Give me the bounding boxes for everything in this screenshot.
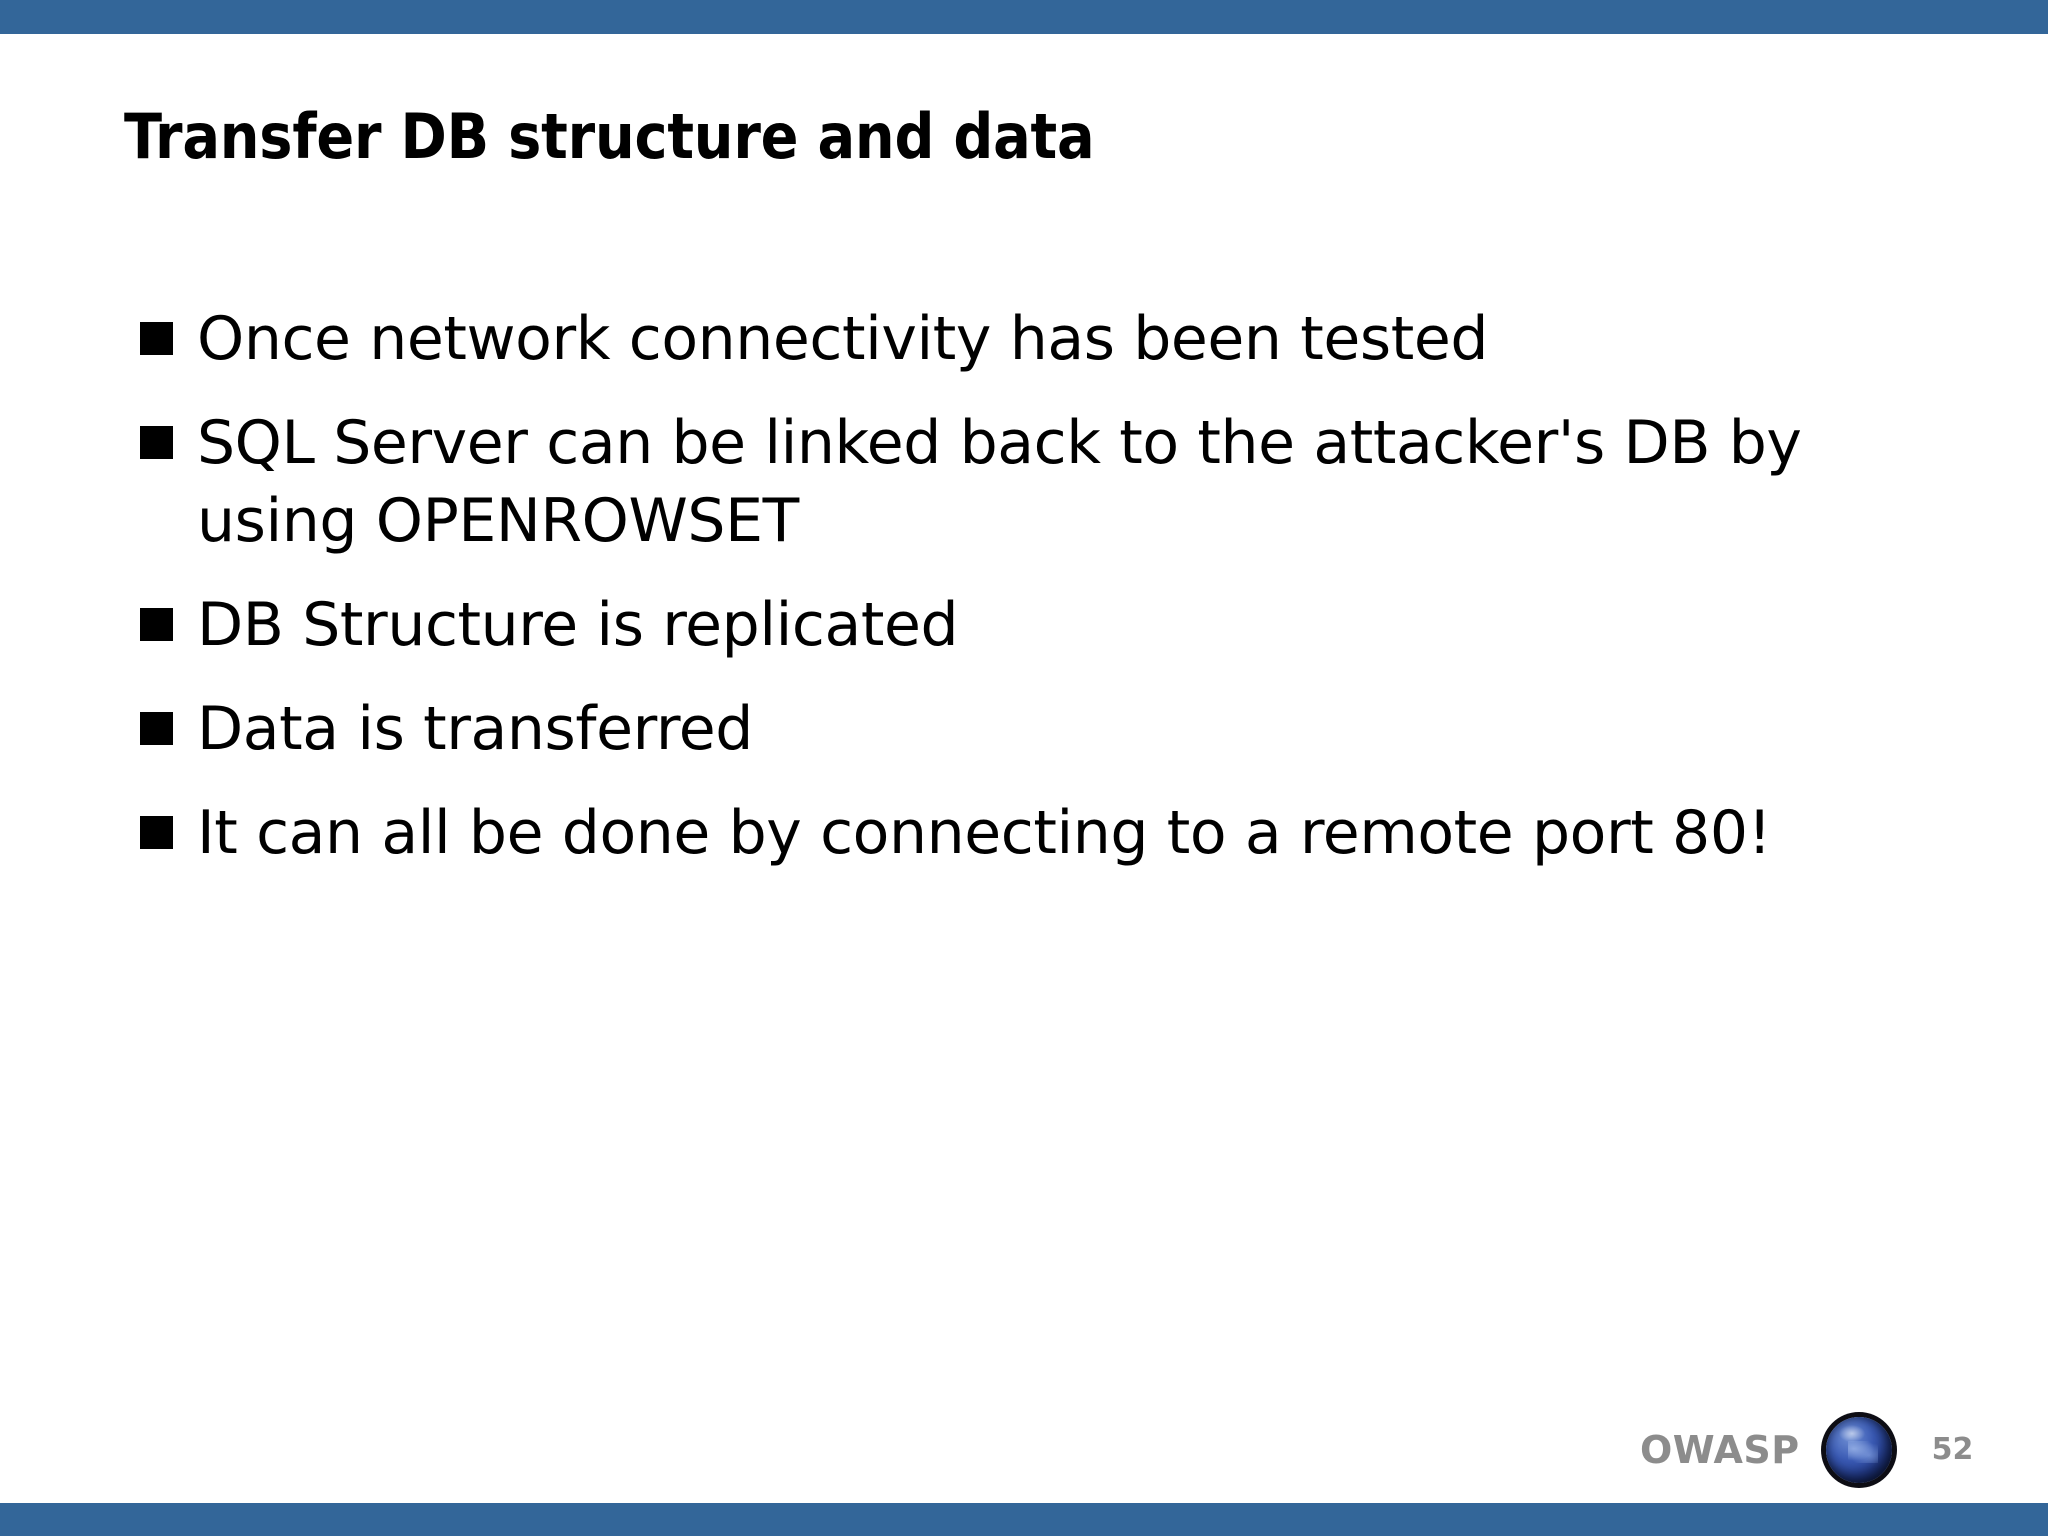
globe-landmass — [1847, 1441, 1878, 1463]
list-item-label: Data is transferred — [197, 694, 753, 764]
square-bullet-icon — [140, 608, 173, 641]
owasp-wordmark: OWASP — [1640, 1428, 1800, 1472]
list-item-label: It can all be done by connecting to a re… — [197, 798, 1772, 868]
bullet-list: Once network connectivity has been teste… — [140, 300, 1900, 898]
list-item: It can all be done by connecting to a re… — [140, 794, 1900, 872]
bottom-accent-bar — [0, 1503, 2048, 1536]
list-item: Data is transferred — [140, 690, 1900, 768]
slide-footer: OWASP 52 — [1640, 1410, 2020, 1490]
square-bullet-icon — [140, 426, 173, 459]
list-item-label: Once network connectivity has been teste… — [197, 304, 1489, 374]
owasp-globe-icon — [1825, 1417, 1892, 1483]
slide-title: Transfer DB structure and data — [124, 100, 1095, 173]
list-item: Once network connectivity has been teste… — [140, 300, 1900, 378]
top-accent-bar — [0, 0, 2048, 34]
list-item: DB Structure is replicated — [140, 586, 1900, 664]
square-bullet-icon — [140, 816, 173, 849]
list-item: SQL Server can be linked back to the att… — [140, 404, 1900, 560]
square-bullet-icon — [140, 322, 173, 355]
globe-highlight — [1838, 1425, 1865, 1442]
square-bullet-icon — [140, 712, 173, 745]
page-number: 52 — [1931, 1432, 1974, 1467]
list-item-label: DB Structure is replicated — [197, 590, 959, 660]
list-item-label: SQL Server can be linked back to the att… — [197, 408, 1802, 556]
